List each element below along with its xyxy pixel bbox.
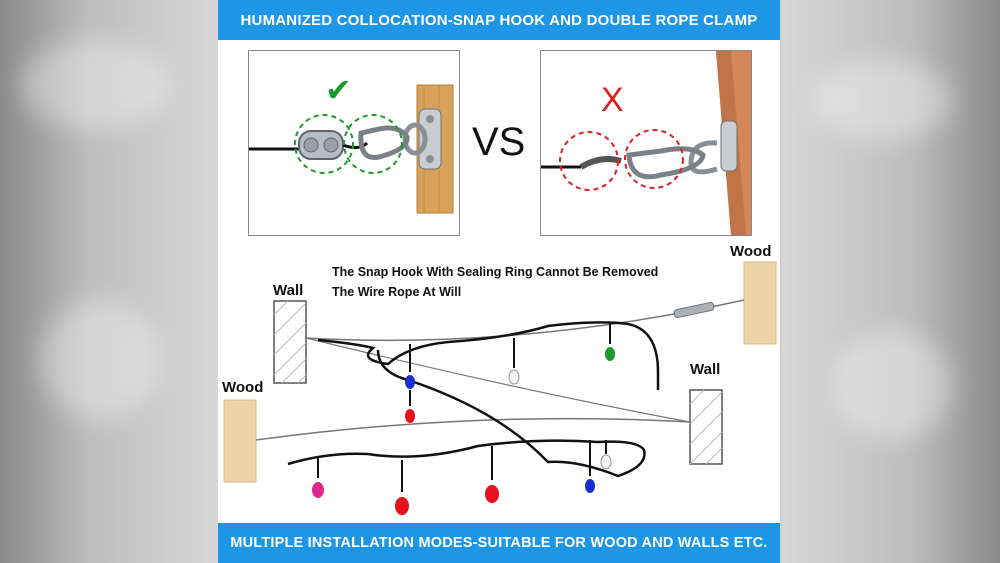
cross-icon: X bbox=[601, 81, 624, 119]
wood-right bbox=[743, 261, 777, 345]
wall-right bbox=[689, 389, 723, 465]
label-wall-left: Wall bbox=[273, 282, 304, 299]
light-string-lower bbox=[287, 349, 646, 478]
blurred-background-left bbox=[0, 0, 218, 563]
vs-label: VS bbox=[472, 120, 526, 164]
correct-installation-frame: ✔ bbox=[248, 50, 460, 236]
bulb-blue-lower bbox=[585, 440, 595, 493]
bulb-green-upper bbox=[605, 322, 615, 361]
incorrect-installation-frame: X bbox=[540, 50, 752, 236]
blurred-background-right bbox=[782, 0, 1000, 563]
incorrect-installation-illustration bbox=[541, 51, 751, 235]
installation-note-line-1: The Snap Hook With Sealing Ring Cannot B… bbox=[332, 265, 659, 279]
header-banner: HUMANIZED COLLOCATION-SNAP HOOK AND DOUB… bbox=[218, 0, 780, 40]
light-string-upper bbox=[317, 321, 660, 390]
bulb-red-lower-2 bbox=[485, 446, 499, 503]
bulb-blue-upper bbox=[405, 344, 415, 389]
label-wood-left: Wood bbox=[222, 379, 264, 396]
wood-left bbox=[223, 399, 257, 483]
installation-note-line-2: The Wire Rope At Will bbox=[332, 285, 462, 299]
correct-installation-illustration bbox=[249, 84, 454, 214]
bulb-magenta-lower bbox=[312, 456, 324, 498]
bulb-red-lower-1 bbox=[395, 460, 409, 515]
check-icon: ✔ bbox=[325, 71, 352, 109]
label-wall-right: Wall bbox=[690, 361, 721, 378]
installation-note: The Snap Hook With Sealing Ring Cannot B… bbox=[332, 262, 732, 302]
product-image-panel: HUMANIZED COLLOCATION-SNAP HOOK AND DOUB… bbox=[218, 0, 780, 563]
bulb-white-lower bbox=[600, 440, 612, 470]
bulb-red-upper bbox=[405, 390, 415, 423]
bulb-white-upper bbox=[508, 338, 520, 385]
footer-banner: MULTIPLE INSTALLATION MODES-SUITABLE FOR… bbox=[218, 523, 780, 563]
installation-diagram bbox=[223, 261, 777, 515]
label-wood-right: Wood bbox=[730, 243, 772, 260]
